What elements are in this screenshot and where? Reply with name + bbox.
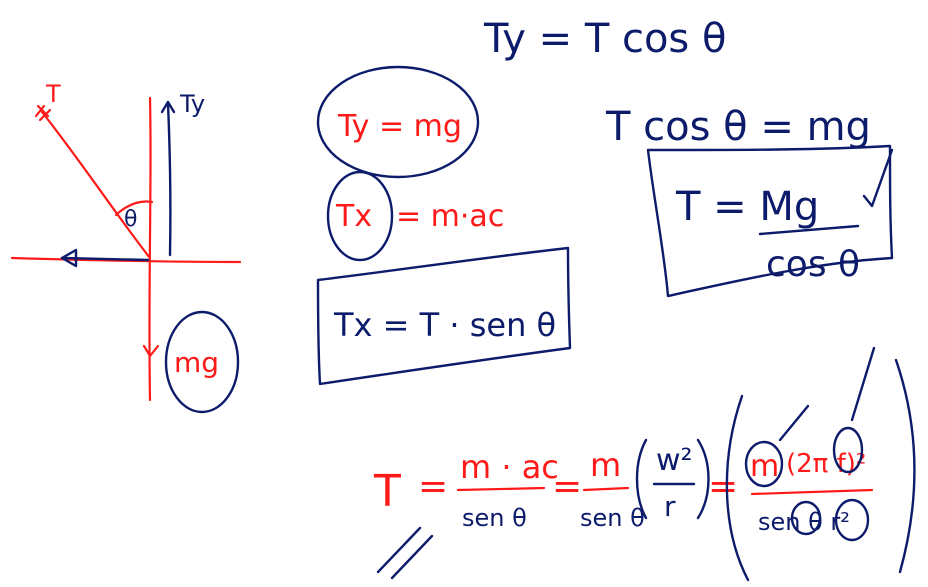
ty-arrowhead [160,100,176,114]
weight-label: mg [174,346,219,379]
tension-vector [40,110,152,260]
tx-sin-eq: Tx = T · sen θ [333,306,556,344]
final-bar3 [750,488,874,496]
big-paren-left [725,394,750,582]
tcos-eq-mg: T cos θ = mg [605,104,871,150]
final-num3-m: m [750,449,779,484]
paren-left [635,438,648,520]
weight-arrowhead [142,344,160,358]
ty-eq-circle [316,65,480,179]
final-eq3: = [708,466,738,507]
check-m [778,404,810,442]
paren-right [696,438,710,520]
angle-label: θ [124,207,137,232]
ty-label: Ty [179,90,205,118]
check-mark [862,148,894,208]
angle-arc [114,200,154,217]
tx-arrowhead [60,248,78,268]
right-equations: Ty = T cos θ T cos θ = mg T = Mg cos θ [483,16,894,298]
final-frac-den: r [664,490,676,523]
final-derivation: T = m · ac sen θ = m sen θ w² r = m (2π … [373,346,916,582]
final-den3: sen θ r² [758,508,850,536]
tension-label: T [45,80,61,108]
final-bar2 [582,486,630,492]
theta-circle [790,500,822,536]
ty-def: Ty = T cos θ [483,16,726,62]
final-T: T [373,466,401,517]
mg-circle [164,310,240,414]
final-frac-num: w² [656,443,693,478]
x-axis-line [10,256,242,264]
ty-vector [166,102,172,257]
free-body-diagram: T θ Ty mg [10,80,242,414]
tension-arrowhead [34,104,52,122]
tx-sin-box [316,246,572,386]
t-result-num: T = Mg [675,184,819,230]
final-den2: sen θ [580,504,645,532]
final-den1: sen θ [462,504,527,532]
final-num3-rest: (2π f)² [786,449,866,479]
tx-circle [326,170,394,262]
final-eq1: = [418,466,448,507]
m-circle [744,440,784,488]
final-eq2: = [552,466,582,507]
ty-eq-mg: Ty = mg [337,109,462,144]
final-num2: m [590,446,621,484]
final-bar1 [456,486,546,492]
r-circle [834,498,870,542]
t-result-fraction-bar [758,224,860,236]
final-num1: m · ac [460,448,559,486]
f-circle [832,426,864,474]
tx-label: Tx [335,199,372,234]
big-paren-right [894,358,916,574]
t-result-box [646,144,894,298]
middle-equations: Ty = mg Tx = m·ac Tx = T · sen θ [316,65,572,386]
tx-rhs: = m·ac [396,199,504,234]
t-result-den: cos θ [766,244,860,285]
y-axis-line [148,96,152,402]
check-f [850,346,876,422]
underline-strokes [376,526,434,580]
